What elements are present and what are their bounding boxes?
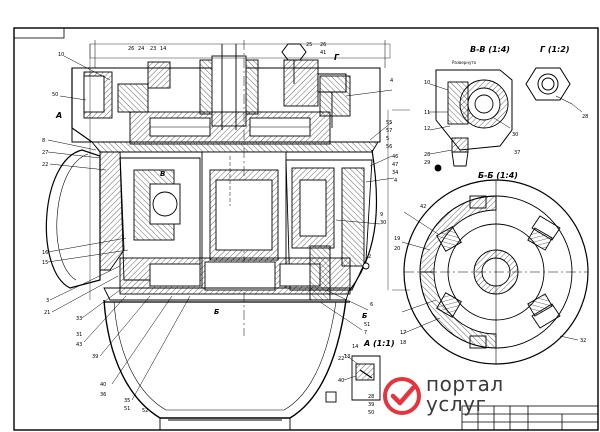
callouts-top: 26 24 23 14 25 4 55 57 5 56 bbox=[128, 42, 393, 150]
callout: 15 bbox=[42, 260, 48, 266]
callout: 27 bbox=[42, 150, 48, 156]
callout: 36 bbox=[100, 392, 106, 398]
callout: 3 bbox=[46, 298, 49, 304]
callout: 11 bbox=[424, 110, 430, 116]
callout: 13 bbox=[344, 354, 350, 360]
callout: 55 bbox=[386, 120, 392, 126]
section-bb-view bbox=[362, 164, 589, 365]
callout: 57 bbox=[386, 128, 392, 134]
callout: 28 bbox=[424, 152, 430, 158]
callout: 34 bbox=[392, 170, 398, 176]
callout: 10 bbox=[58, 52, 64, 58]
callout: 7 bbox=[364, 330, 367, 336]
callout: 51 bbox=[364, 322, 370, 328]
callout: 26 bbox=[320, 42, 326, 48]
callout: 2 bbox=[368, 254, 371, 260]
leader-lines bbox=[47, 55, 395, 401]
watermark-line-2: услуг bbox=[426, 392, 487, 416]
drawing-frame bbox=[13, 27, 599, 431]
callout: 51 bbox=[124, 406, 130, 412]
title-block bbox=[461, 405, 599, 431]
callout: 25 bbox=[306, 42, 312, 48]
callout: 12 bbox=[424, 126, 430, 132]
callout: 4 bbox=[390, 78, 393, 84]
callouts-bottom: 22 40 28 39 50 bbox=[338, 356, 374, 416]
callout: 29 bbox=[424, 160, 430, 166]
callout: 20 bbox=[394, 246, 400, 252]
watermark-line-1: портал bbox=[426, 372, 504, 396]
callout: 39 bbox=[368, 402, 374, 408]
section-bb-title: Б-Б (1:4) bbox=[478, 171, 518, 180]
callout: 30 bbox=[380, 220, 386, 226]
callout: 46 bbox=[392, 154, 398, 160]
callout: 39 bbox=[92, 354, 98, 360]
section-vv-title: В-В (1:4) bbox=[470, 45, 510, 54]
callout: 50 bbox=[368, 410, 374, 416]
callout: 16 bbox=[42, 250, 48, 256]
checkmark-logo-icon bbox=[383, 377, 421, 415]
callouts-right: 26 41 46 47 34 4 9 30 2 6 51 7 14 13 bbox=[320, 42, 398, 360]
callout: 41 bbox=[320, 50, 326, 56]
view-g-title: Г (1:2) bbox=[540, 45, 570, 54]
callout: 28 bbox=[368, 394, 374, 400]
callout: 42 bbox=[420, 204, 426, 210]
callout: 33 bbox=[76, 316, 82, 322]
main-section-view bbox=[45, 40, 410, 430]
callout: 40 bbox=[100, 382, 106, 388]
callout: 52 bbox=[142, 408, 148, 414]
callout: 50 bbox=[52, 92, 58, 98]
callout: 6 bbox=[370, 302, 373, 308]
callout: 56 bbox=[386, 144, 392, 150]
callout: 14 bbox=[352, 344, 358, 350]
portal-uslug-watermark: портал услуг bbox=[380, 372, 530, 422]
cut-marker-b-right: Б bbox=[362, 312, 367, 320]
callout: 9 bbox=[380, 212, 383, 218]
cut-marker-g: Г bbox=[334, 53, 340, 62]
callout: 14 bbox=[160, 46, 166, 52]
cut-marker-a: А bbox=[55, 111, 62, 120]
callout: 18 bbox=[400, 340, 406, 346]
callout: 23 bbox=[150, 46, 156, 52]
cut-marker-b: Б bbox=[214, 308, 219, 316]
callout: 5 bbox=[386, 136, 389, 142]
view-g-nut bbox=[525, 67, 583, 113]
callout: 35 bbox=[124, 398, 130, 404]
callout: 40 bbox=[338, 378, 344, 384]
callout: 4 bbox=[394, 178, 397, 184]
callout: 19 bbox=[394, 236, 400, 242]
callout: 24 bbox=[138, 46, 144, 52]
callout: 37 bbox=[514, 150, 520, 156]
callout: 30 bbox=[512, 132, 518, 138]
callout: 8 bbox=[42, 138, 45, 144]
callout: 22 bbox=[338, 356, 344, 362]
callout: 32 bbox=[580, 338, 586, 344]
callout: 47 bbox=[392, 162, 398, 168]
callout: 43 bbox=[76, 342, 82, 348]
callout: 10 bbox=[424, 80, 430, 86]
view-a-detail bbox=[343, 353, 381, 401]
section-vv-view bbox=[428, 69, 513, 167]
callout: 21 bbox=[44, 310, 50, 316]
rotated-note: Развернуто bbox=[452, 60, 477, 65]
callouts-left: 10 50 8 27 22 16 15 3 21 33 31 43 39 40 … bbox=[42, 52, 148, 414]
cut-marker-v: В bbox=[160, 170, 165, 178]
callout: 31 bbox=[76, 332, 82, 338]
callout: 26 bbox=[128, 46, 134, 52]
callout: 17 bbox=[400, 330, 406, 336]
callouts-section: 10 11 12 28 29 30 37 42 19 20 17 18 32 2… bbox=[394, 80, 588, 346]
view-a-title: А (1:1) bbox=[363, 339, 395, 348]
callout: 28 bbox=[582, 114, 588, 120]
callout: 22 bbox=[42, 162, 48, 168]
